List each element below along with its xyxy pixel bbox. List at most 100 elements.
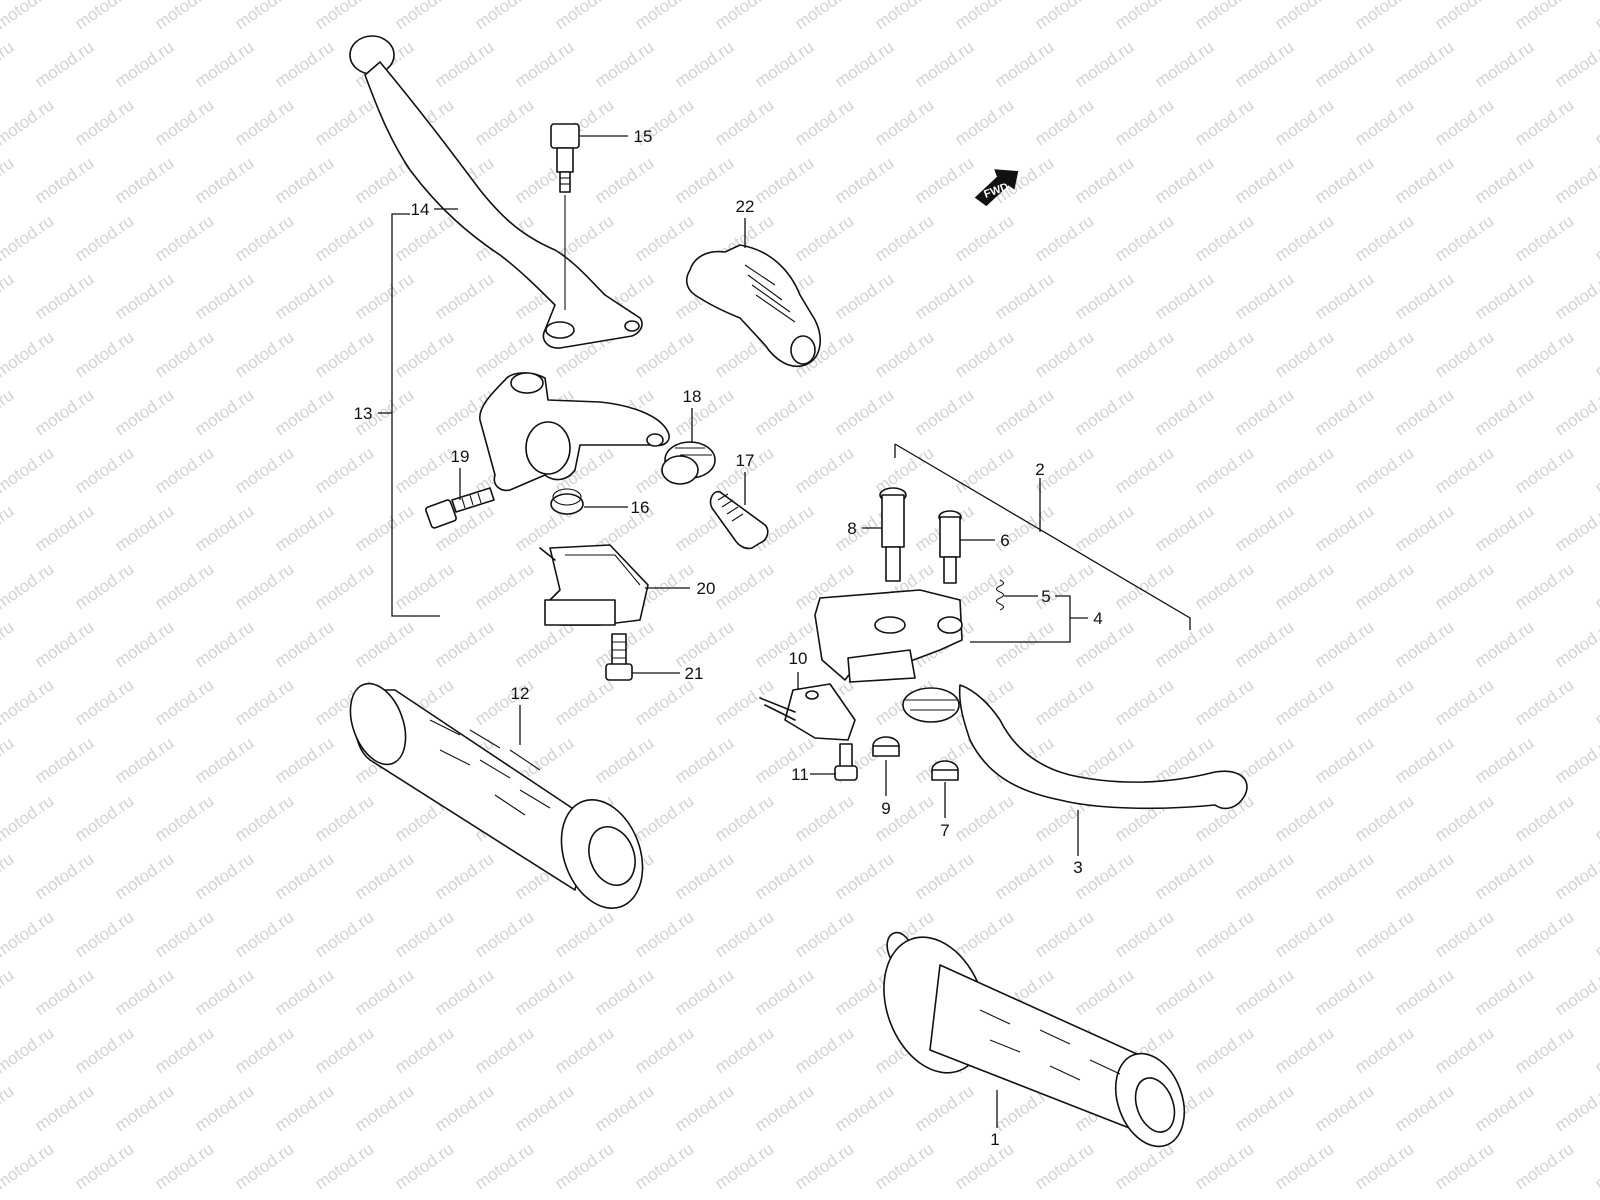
- adjuster-nut: [661, 441, 716, 485]
- watermark-text: motod.ru: [431, 617, 497, 671]
- watermark-text: motod.ru: [71, 327, 137, 381]
- watermark-text: motod.ru: [1351, 443, 1417, 497]
- watermark-text: motod.ru: [71, 559, 137, 613]
- watermark-text: motod.ru: [1271, 327, 1337, 381]
- watermark-text: motod.ru: [1311, 849, 1377, 903]
- watermark-text: motod.ru: [111, 733, 177, 787]
- watermark-text: motod.ru: [191, 849, 257, 903]
- watermark-text: motod.ru: [1111, 907, 1177, 961]
- watermark-text: motod.ru: [391, 559, 457, 613]
- watermark-text: motod.ru: [0, 849, 17, 903]
- watermark-text: motod.ru: [1591, 1023, 1600, 1077]
- switch-screw: [605, 633, 633, 681]
- lever-boot: [685, 244, 821, 367]
- watermark-text: motod.ru: [1231, 965, 1297, 1019]
- watermark-text: motod.ru: [111, 965, 177, 1019]
- watermark-text: motod.ru: [1111, 0, 1177, 33]
- watermark-text: motod.ru: [1111, 443, 1177, 497]
- watermark-text: motod.ru: [1471, 1081, 1537, 1135]
- watermark-text: motod.ru: [1511, 907, 1577, 961]
- watermark-text: motod.ru: [1231, 153, 1297, 207]
- watermark-text: motod.ru: [1231, 385, 1297, 439]
- watermark-text: motod.ru: [951, 1139, 1017, 1193]
- watermark-text: motod.ru: [1351, 211, 1417, 265]
- watermark-text: motod.ru: [1591, 907, 1600, 961]
- watermark-text: motod.ru: [151, 675, 217, 729]
- watermark-text: motod.ru: [1391, 501, 1457, 555]
- watermark-text: motod.ru: [1151, 965, 1217, 1019]
- watermark-text: motod.ru: [0, 95, 57, 149]
- watermark-text: motod.ru: [191, 733, 257, 787]
- watermark-text: motod.ru: [711, 559, 777, 613]
- watermark-text: motod.ru: [0, 443, 57, 497]
- watermark-text: motod.ru: [271, 37, 337, 91]
- watermark-text: motod.ru: [471, 1023, 537, 1077]
- callout-19: 19: [451, 447, 470, 466]
- watermark-text: motod.ru: [671, 37, 737, 91]
- watermark-text: motod.ru: [191, 501, 257, 555]
- watermark-text: motod.ru: [831, 37, 897, 91]
- callout-9: 9: [881, 799, 890, 818]
- watermark-text: motod.ru: [911, 849, 977, 903]
- watermark-text: motod.ru: [1311, 269, 1377, 323]
- watermark-text: motod.ru: [871, 443, 937, 497]
- watermark-text: motod.ru: [71, 907, 137, 961]
- watermark-text: motod.ru: [191, 965, 257, 1019]
- watermark-text: motod.ru: [791, 907, 857, 961]
- watermark-text: motod.ru: [591, 153, 657, 207]
- watermark-text: motod.ru: [1471, 37, 1537, 91]
- watermark-text: motod.ru: [111, 269, 177, 323]
- watermark-text: motod.ru: [391, 907, 457, 961]
- watermark-text: motod.ru: [951, 907, 1017, 961]
- holder-nut: [550, 488, 584, 515]
- watermark-text: motod.ru: [871, 0, 937, 33]
- watermark-text: motod.ru: [1591, 327, 1600, 381]
- watermark-text: motod.ru: [951, 211, 1017, 265]
- watermark-text: motod.ru: [1031, 327, 1097, 381]
- watermark-text: motod.ru: [1271, 559, 1337, 613]
- watermark-text: motod.ru: [1351, 1023, 1417, 1077]
- watermark-text: motod.ru: [271, 501, 337, 555]
- watermark-text: motod.ru: [791, 95, 857, 149]
- callout-21: 21: [685, 664, 704, 683]
- watermark-text: motod.ru: [1271, 0, 1337, 33]
- watermark-text: motod.ru: [271, 385, 337, 439]
- watermark-text: motod.ru: [1311, 385, 1377, 439]
- watermark-text: motod.ru: [311, 211, 377, 265]
- watermark-text: motod.ru: [871, 327, 937, 381]
- watermark-text: motod.ru: [991, 37, 1057, 91]
- watermark-text: motod.ru: [711, 1023, 777, 1077]
- watermark-text: motod.ru: [271, 153, 337, 207]
- callout-5: 5: [1041, 587, 1050, 606]
- watermark-text: motod.ru: [711, 791, 777, 845]
- watermark-text: motod.ru: [31, 37, 97, 91]
- callout-7: 7: [940, 821, 949, 840]
- watermark-text: motod.ru: [1511, 95, 1577, 149]
- watermark-text: motod.ru: [0, 211, 57, 265]
- watermark-text: motod.ru: [511, 1081, 577, 1135]
- watermark-text: motod.ru: [1151, 385, 1217, 439]
- brake-pivot-pin: [938, 510, 962, 584]
- watermark-text: motod.ru: [1431, 1023, 1497, 1077]
- watermark-text: motod.ru: [1031, 95, 1097, 149]
- watermark-text: motod.ru: [631, 675, 697, 729]
- watermark-text: motod.ru: [871, 95, 937, 149]
- watermark-text: motod.ru: [391, 1139, 457, 1193]
- brake-pivot-bolt: [879, 487, 907, 582]
- watermark-text: motod.ru: [391, 443, 457, 497]
- watermark-text: motod.ru: [191, 37, 257, 91]
- watermark-text: motod.ru: [991, 617, 1057, 671]
- watermark-text: motod.ru: [1431, 907, 1497, 961]
- watermark-text: motod.ru: [351, 269, 417, 323]
- watermark-text: motod.ru: [711, 675, 777, 729]
- watermark-text: motod.ru: [31, 1081, 97, 1135]
- watermark-text: motod.ru: [1591, 95, 1600, 149]
- watermark-text: motod.ru: [1031, 211, 1097, 265]
- watermark-text: motod.ru: [1191, 675, 1257, 729]
- watermark-text: motod.ru: [111, 153, 177, 207]
- watermark-text: motod.ru: [511, 965, 577, 1019]
- watermark-text: motod.ru: [1351, 791, 1417, 845]
- watermark-text: motod.ru: [231, 327, 297, 381]
- watermark-text: motod.ru: [631, 327, 697, 381]
- watermark-text: motod.ru: [1431, 1139, 1497, 1193]
